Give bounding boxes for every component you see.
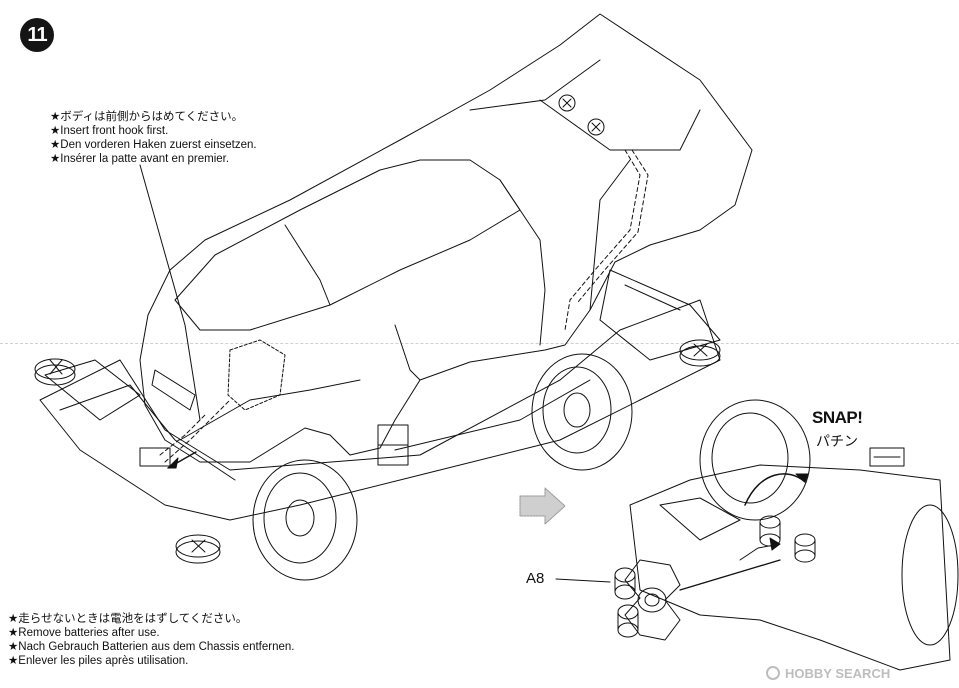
watermark: HOBBY SEARCH <box>766 664 952 682</box>
part-a8-drawing <box>555 537 781 641</box>
body-fit-instruction: ★ボディは前側からはめてください。 ★Insert front hook fir… <box>50 110 257 166</box>
body-shell-drawing <box>139 13 753 469</box>
watermark-logo-icon <box>766 666 780 680</box>
fold-line <box>0 343 959 344</box>
step-arrow <box>519 487 566 525</box>
step-number-badge: 11 <box>20 18 54 52</box>
part-a8-label: A8 <box>526 570 545 587</box>
battery-line-de: ★Nach Gebrauch Batterien aus dem Chassis… <box>8 641 295 653</box>
instruction-line-de: ★Den vorderen Haken zuerst einsetzen. <box>50 139 257 151</box>
battery-instruction: ★走らせないときは電池をはずしてください。 ★Remove batteries … <box>8 612 294 668</box>
battery-line-fr: ★Enlever les piles après utilisation. <box>8 655 189 667</box>
instruction-line-jp: ★ボディは前側からはめてください。 <box>50 111 244 123</box>
instruction-line-en: ★Insert front hook first. <box>50 125 169 137</box>
battery-line-en: ★Remove batteries after use. <box>8 627 160 639</box>
snap-label: SNAP! <box>812 408 863 427</box>
battery-line-jp: ★走らせないときは電池をはずしてください。 <box>8 613 248 625</box>
chassis-drawing <box>34 269 721 581</box>
instruction-line-fr: ★Insérer la patte avant en premier. <box>50 153 230 165</box>
watermark-text: HOBBY SEARCH <box>785 665 891 681</box>
detail-chassis-drawing <box>629 399 959 671</box>
snap-label-jp: パチン <box>816 433 858 449</box>
